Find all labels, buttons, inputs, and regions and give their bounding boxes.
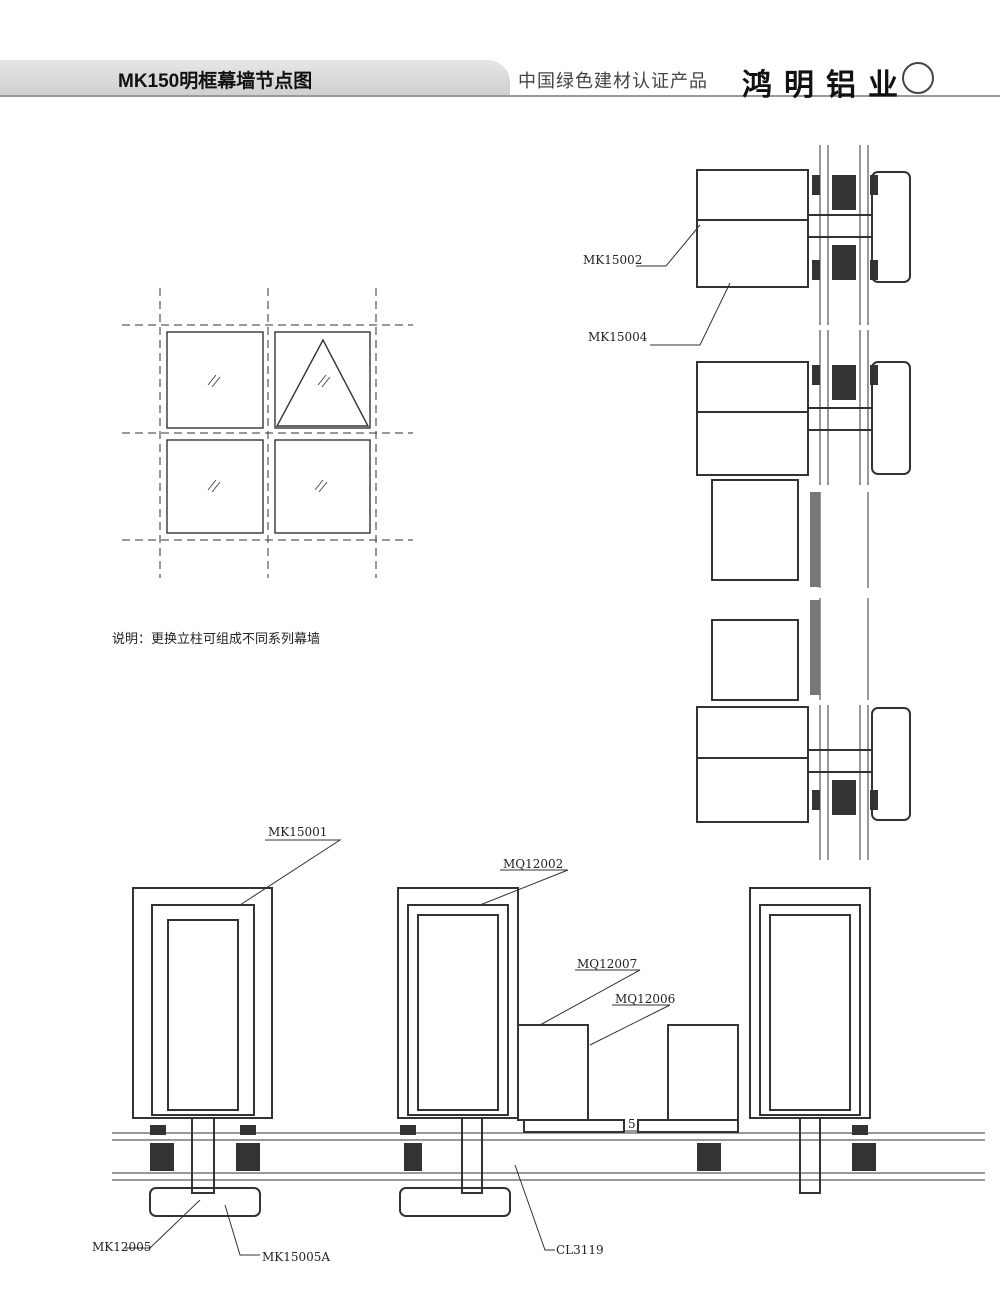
opening-vent-mark bbox=[275, 338, 370, 427]
description-note: 说明：更换立柱可组成不同系列幕墙 bbox=[112, 632, 321, 647]
label-gap-dimension: 5 bbox=[628, 1117, 636, 1131]
vertical-section bbox=[636, 145, 911, 860]
certification-text: 中国绿色建材认证产品 bbox=[518, 71, 708, 92]
label-mq12006: MQ12006 bbox=[615, 992, 676, 1006]
leader-lines bbox=[636, 224, 731, 346]
label-mk15005a: MK15005A bbox=[262, 1250, 331, 1264]
header-rule bbox=[0, 95, 1000, 97]
elevation-panels bbox=[166, 331, 371, 534]
seal-logo-icon bbox=[902, 62, 934, 94]
header-band bbox=[0, 60, 510, 96]
horizontal-section bbox=[112, 839, 985, 1256]
label-cl3119: CL3119 bbox=[556, 1243, 604, 1257]
glass-units bbox=[810, 175, 878, 815]
page-title: MK150明框幕墙节点图 bbox=[118, 71, 313, 92]
mullion-boxes bbox=[696, 169, 911, 823]
label-mk15002: MK15002 bbox=[583, 253, 643, 267]
label-mk15001: MK15001 bbox=[268, 825, 328, 839]
label-mq12007: MQ12007 bbox=[577, 957, 638, 971]
leader-lines bbox=[125, 839, 671, 1256]
label-mk15004: MK15004 bbox=[588, 330, 648, 344]
label-mq12002: MQ12002 bbox=[503, 857, 564, 871]
brand-logo: 鸿明铝业 bbox=[742, 68, 910, 103]
elevation-grid bbox=[122, 288, 413, 578]
label-mk12005: MK12005 bbox=[92, 1240, 152, 1254]
gaskets bbox=[150, 1125, 876, 1171]
mullions bbox=[132, 887, 871, 1217]
